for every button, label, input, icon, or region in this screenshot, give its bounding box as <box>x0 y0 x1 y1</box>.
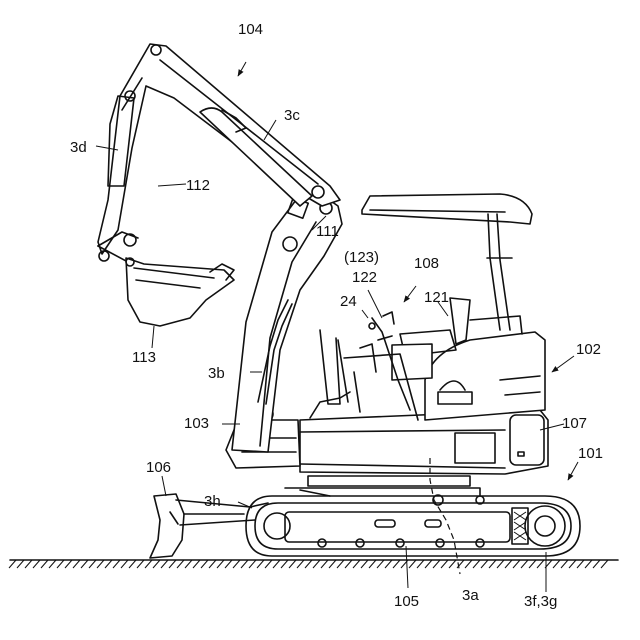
ground-hatch-line <box>225 560 232 568</box>
ground-hatch-line <box>97 560 104 568</box>
ground-hatch-line <box>305 560 312 568</box>
ground-hatch-line <box>361 560 368 568</box>
ground-hatch-line <box>321 560 328 568</box>
ground-hatch-line <box>521 560 528 568</box>
ground-hatch-line <box>25 560 32 568</box>
ground-hatch-line <box>65 560 72 568</box>
label-111: 111 <box>316 223 339 240</box>
bucket <box>98 232 234 326</box>
ground-hatch-line <box>329 560 336 568</box>
label-3f3g: 3f,3g <box>524 593 557 610</box>
ground-hatch-line <box>241 560 248 568</box>
ground-hatch-line <box>201 560 208 568</box>
canopy <box>362 194 532 330</box>
label-24: 24 <box>340 293 357 310</box>
label-102: 102 <box>576 341 601 358</box>
label-121: 121 <box>424 289 449 306</box>
ground-hatch-line <box>49 560 56 568</box>
ground-hatch-line <box>265 560 272 568</box>
ground-hatch-line <box>505 560 512 568</box>
label-103: 103 <box>184 415 209 432</box>
label-3h: 3h <box>204 493 221 510</box>
ground-hatch-line <box>129 560 136 568</box>
ground-hatch-line <box>249 560 256 568</box>
ground-hatch-line <box>233 560 240 568</box>
ground-hatch-line <box>73 560 80 568</box>
ground-hatch-line <box>433 560 440 568</box>
ground-hatch-line <box>41 560 48 568</box>
ground-hatch-line <box>417 560 424 568</box>
label-105: 105 <box>394 593 419 610</box>
ground-hatch-line <box>441 560 448 568</box>
ground-hatch-line <box>9 560 16 568</box>
label-108: 108 <box>414 255 439 272</box>
ground-hatch-line <box>449 560 456 568</box>
label-122: 122 <box>352 269 377 286</box>
ground-hatch-line <box>57 560 64 568</box>
ground-hatch-line <box>81 560 88 568</box>
ground-hatch-line <box>89 560 96 568</box>
ground-hatch-line <box>585 560 592 568</box>
ground-hatch-line <box>17 560 24 568</box>
ground-hatch-line <box>153 560 160 568</box>
ground-hatch-line <box>345 560 352 568</box>
ground-hatch-line <box>497 560 504 568</box>
ground-hatch-line <box>297 560 304 568</box>
ground-hatch-line <box>529 560 536 568</box>
label-106: 106 <box>146 459 171 476</box>
label-3c: 3c <box>284 107 300 124</box>
ground-hatch-line <box>593 560 600 568</box>
label-112: 112 <box>186 177 210 194</box>
ground-hatch-line <box>113 560 120 568</box>
label-123: (123) <box>344 249 379 266</box>
ground-hatch-line <box>425 560 432 568</box>
ground <box>9 560 618 568</box>
ground-hatch-line <box>393 560 400 568</box>
ground-hatch-line <box>537 560 544 568</box>
label-113: 113 <box>132 349 156 366</box>
ground-hatch-line <box>209 560 216 568</box>
label-3a: 3a <box>462 587 479 604</box>
ground-hatch-line <box>289 560 296 568</box>
ground-hatch-line <box>185 560 192 568</box>
ground-hatch-line <box>137 560 144 568</box>
ground-hatch-line <box>377 560 384 568</box>
label-107: 107 <box>562 415 587 432</box>
ground-hatch-line <box>161 560 168 568</box>
ground-hatch-line <box>337 560 344 568</box>
ground-hatch-line <box>313 560 320 568</box>
ground-hatch-line <box>193 560 200 568</box>
ground-hatch-line <box>145 560 152 568</box>
label-104: 104 <box>238 21 263 38</box>
ground-hatch-line <box>561 560 568 568</box>
ground-hatch-line <box>513 560 520 568</box>
ground-hatch-line <box>217 560 224 568</box>
ground-hatch-line <box>121 560 128 568</box>
ground-hatch-line <box>481 560 488 568</box>
ground-hatch-line <box>569 560 576 568</box>
label-101: 101 <box>578 445 603 462</box>
swing-frame <box>285 476 480 496</box>
ground-hatch-line <box>465 560 472 568</box>
ground-hatch-line <box>473 560 480 568</box>
ground-hatch-line <box>553 560 560 568</box>
ground-hatch-line <box>281 560 288 568</box>
ground-hatch-line <box>353 560 360 568</box>
ground-hatch-line <box>577 560 584 568</box>
ground-hatch-line <box>489 560 496 568</box>
ground-hatch-line <box>273 560 280 568</box>
ground-hatch-line <box>369 560 376 568</box>
ground-hatch-line <box>169 560 176 568</box>
label-3b: 3b <box>208 365 225 382</box>
ground-hatch-line <box>105 560 112 568</box>
ground-hatch-line <box>385 560 392 568</box>
ground-hatch-line <box>409 560 416 568</box>
ground-hatch-line <box>33 560 40 568</box>
ground-hatch-line <box>257 560 264 568</box>
label-3d: 3d <box>70 139 87 156</box>
crawler-track <box>246 495 580 556</box>
ground-hatch-line <box>177 560 184 568</box>
ground-hatch-line <box>601 560 608 568</box>
